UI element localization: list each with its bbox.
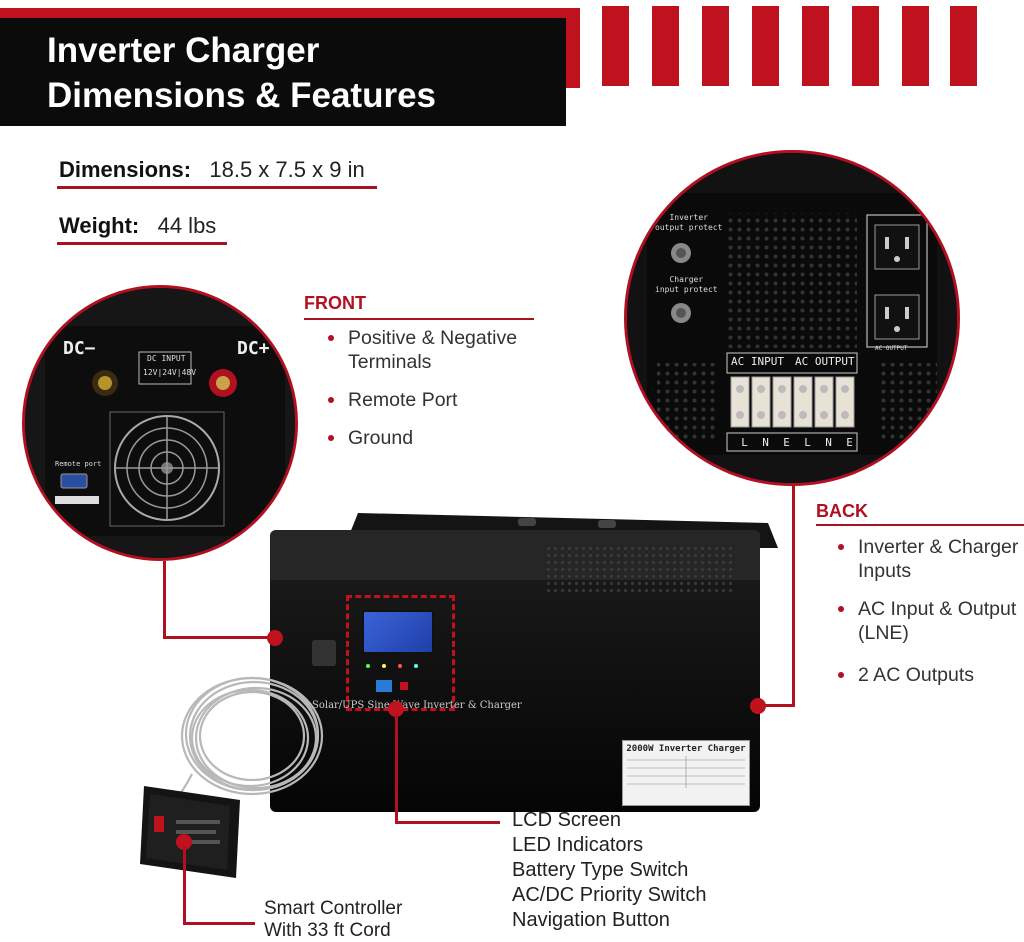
lcd-screen <box>362 610 434 654</box>
back-panel-closeup: Inverter output protect Charger input pr… <box>624 150 960 486</box>
voltage-24v: 24V <box>162 368 177 377</box>
back-heading: BACK <box>816 501 868 521</box>
leader-line <box>757 704 795 707</box>
spec-sticker: 2000W Inverter Charger <box>622 740 750 806</box>
callout-item: LED Indicators <box>512 834 644 856</box>
inverter-protect-label: Inverter output protect <box>655 213 723 232</box>
leader-line <box>395 714 398 824</box>
ac-output-small-label: AC OUTPUT <box>875 345 908 352</box>
ac-input-label: AC INPUT <box>731 355 784 368</box>
controller-callout: Smart Controller With 33 ft Cord <box>264 898 403 941</box>
weight-value: 44 lbs <box>157 213 217 238</box>
lne-label: L <box>741 436 748 449</box>
controller-callout-dot <box>176 834 192 850</box>
callout-item: AC/DC Priority Switch <box>512 884 707 906</box>
decor-stripe <box>652 6 679 86</box>
decor-stripe <box>852 6 879 86</box>
front-callout-dot <box>267 630 283 646</box>
voltage-12v: 12V <box>143 368 158 377</box>
voltage-options: 12V|24V|48V <box>143 368 197 377</box>
list-item: AC Input & Output (LNE) <box>836 597 1021 645</box>
controls-callout-dot <box>388 701 404 717</box>
leader-line <box>163 636 273 639</box>
leader-line <box>183 846 186 925</box>
dc-plus-label: DC+ <box>237 338 270 359</box>
leader-line <box>163 561 166 638</box>
header-accent-bar <box>566 8 580 88</box>
dc-input-label: DC INPUT <box>147 354 186 363</box>
lne-label: E <box>783 436 790 449</box>
controls-highlight <box>346 595 455 711</box>
callout-item: Battery Type Switch <box>512 859 689 881</box>
lne-label: L <box>804 436 811 449</box>
decor-stripe <box>602 6 629 86</box>
list-item: 2 AC Outputs <box>836 663 1021 687</box>
callout-item: Navigation Button <box>512 909 670 931</box>
leader-line <box>792 484 795 707</box>
weight-label: Weight: <box>59 213 140 238</box>
dc-minus-label: DC− <box>63 338 96 359</box>
divider <box>304 318 534 320</box>
list-item: Positive & Negative Terminals <box>326 326 556 374</box>
sticker-title: 2000W Inverter Charger <box>626 744 746 754</box>
charger-protect-label: Charger input protect <box>655 275 718 294</box>
lne-label: E <box>846 436 853 449</box>
voltage-48v: 48V <box>181 368 197 377</box>
divider <box>57 186 377 189</box>
decor-stripe <box>902 6 929 86</box>
controller-cable <box>161 664 332 824</box>
leader-line <box>395 821 500 824</box>
callout-item: LCD Screen <box>512 809 621 831</box>
remote-port-label: Remote port <box>55 460 102 468</box>
weight-spec: Weight: 44 lbs <box>59 213 216 239</box>
vent-holes <box>545 545 735 595</box>
list-item: Ground <box>326 426 556 450</box>
unit-front-print: Solar/UPS Sine Wave Inverter & Charger <box>312 700 522 711</box>
dimensions-spec: Dimensions: 18.5 x 7.5 x 9 in <box>59 157 365 183</box>
back-panel-graphic <box>627 153 957 483</box>
smart-controller <box>140 786 240 878</box>
front-panel-graphic <box>25 288 295 558</box>
back-features-list: Inverter & Charger Inputs AC Input & Out… <box>836 535 1021 701</box>
remote-port <box>312 640 336 666</box>
dimensions-value: 18.5 x 7.5 x 9 in <box>209 157 365 182</box>
back-callout-dot <box>750 698 766 714</box>
divider <box>57 242 227 245</box>
lne-label: N <box>825 436 832 449</box>
page-title: Inverter Charger Dimensions & Features <box>47 31 436 115</box>
decor-stripe <box>702 6 729 86</box>
front-features-list: Positive & Negative Terminals Remote Por… <box>326 326 556 464</box>
lne-label: N <box>762 436 769 449</box>
decor-stripe <box>950 6 977 86</box>
divider <box>816 524 1024 526</box>
list-item: Remote Port <box>326 388 556 412</box>
front-heading: FRONT <box>304 293 366 313</box>
header-banner <box>0 8 566 126</box>
decor-stripe <box>802 6 829 86</box>
list-item: Inverter & Charger Inputs <box>836 535 1021 583</box>
controls-callout: LCD Screen LED Indicators Battery Type S… <box>512 808 706 933</box>
decor-stripe <box>752 6 779 86</box>
front-panel-closeup: DC− DC+ DC INPUT 12V|24V|48V Remote port <box>22 285 298 561</box>
ac-output-label: AC OUTPUT <box>795 355 855 368</box>
leader-line <box>183 922 255 925</box>
led-indicators <box>360 660 432 700</box>
dimensions-label: Dimensions: <box>59 157 192 182</box>
